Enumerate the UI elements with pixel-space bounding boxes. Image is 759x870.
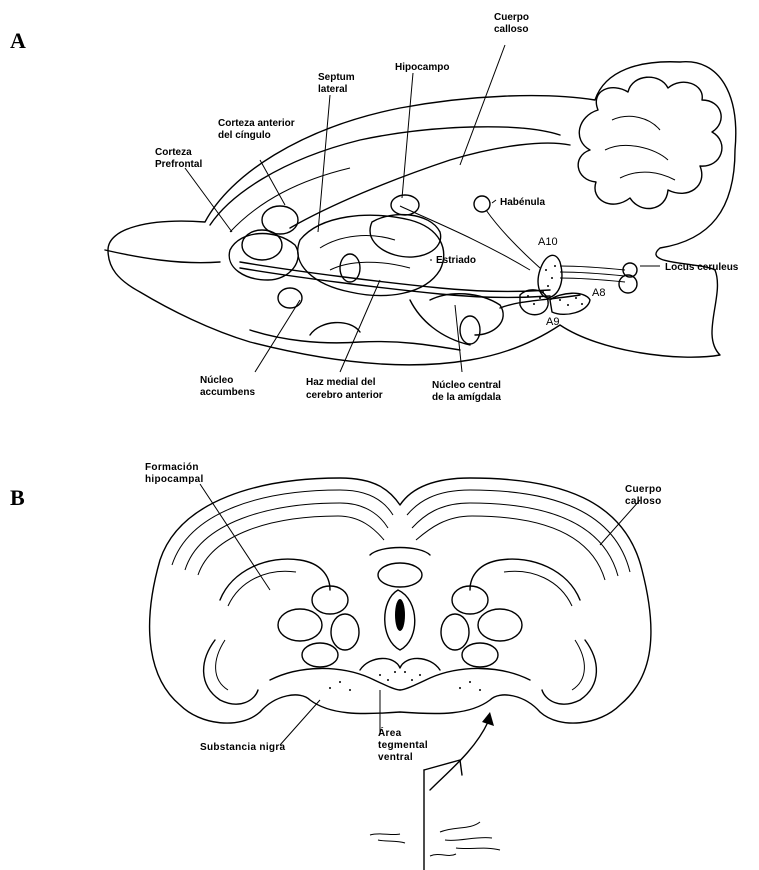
label-septum-1: Septum [318,72,355,83]
label-prefrontal-2: Prefrontal [155,159,202,170]
label-estriado: Estriado [436,255,476,266]
label-a8: A8 [592,287,605,299]
label-area-3: ventral [378,752,413,763]
label-hipocampo: Hipocampo [395,62,449,73]
section-plane-inset [370,760,500,870]
pointer-arrow [430,712,494,790]
label-septum-2: lateral [318,84,348,95]
label-cingulo-1: Corteza anterior [218,118,295,129]
label-cuerpo-calloso-a-2: calloso [494,24,528,35]
label-a9: A9 [546,316,559,328]
label-cuerpo-calloso-a-1: Cuerpo [494,12,529,23]
label-cuerpo-calloso-b-1: Cuerpo [625,484,662,495]
panel-a-labels: Cuerpo calloso Hipocampo Septum lateral … [155,12,739,403]
stipple-dots-b [329,671,481,691]
label-area-2: tegmental [378,740,428,751]
label-amigdala-2: de la amígdala [432,392,501,403]
label-haz-medial-2: cerebro anterior [306,390,383,401]
label-formacion-1: Formación [145,462,199,473]
panel-label-b: B [10,485,25,510]
label-formacion-2: hipocampal [145,474,204,485]
label-cuerpo-calloso-b-2: calloso [625,496,662,507]
label-cingulo-2: del cíngulo [218,130,271,141]
coronal-section-drawing [150,478,651,723]
panel-label-a: A [10,28,26,53]
sagittal-brain-drawing [105,62,736,365]
label-accumbens-2: accumbens [200,387,255,398]
label-amigdala-1: Núcleo central [432,380,501,391]
label-area-1: Área [378,726,402,739]
label-habenula: Habénula [500,197,545,208]
label-locus: Locus ceruleus [665,262,739,273]
label-haz-medial-1: Haz medial del [306,377,376,388]
label-prefrontal-1: Corteza [155,147,192,158]
label-substancia-nigra: Substancia nigra [200,742,286,753]
label-a10: A10 [538,236,558,248]
label-accumbens-1: Núcleo [200,375,233,386]
